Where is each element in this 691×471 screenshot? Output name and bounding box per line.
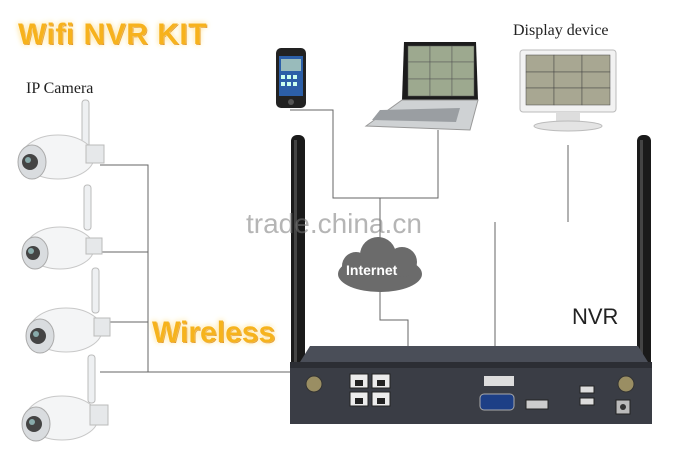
wireless-label: Wireless: [152, 316, 276, 349]
internet-cloud: [338, 237, 422, 292]
ip-camera-label: IP Camera: [26, 80, 94, 97]
kit-title: Wifi NVR KIT: [18, 18, 208, 51]
ip-camera-3: [25, 267, 111, 354]
nvr-label: NVR: [572, 304, 619, 329]
display-monitor: [519, 49, 617, 132]
laptop: [364, 42, 479, 131]
ip-camera-4: [21, 354, 109, 442]
internet-label: Internet: [346, 262, 398, 278]
connection-lines: [100, 109, 569, 373]
nvr-antennas: [291, 135, 651, 387]
nvr-recorder: [290, 346, 652, 424]
display-device-label: Display device: [513, 22, 609, 39]
ip-camera-1: [17, 99, 105, 180]
watermark: trade.china.cn: [246, 208, 422, 239]
smartphone: [276, 48, 306, 108]
ip-camera-2: [21, 184, 103, 270]
